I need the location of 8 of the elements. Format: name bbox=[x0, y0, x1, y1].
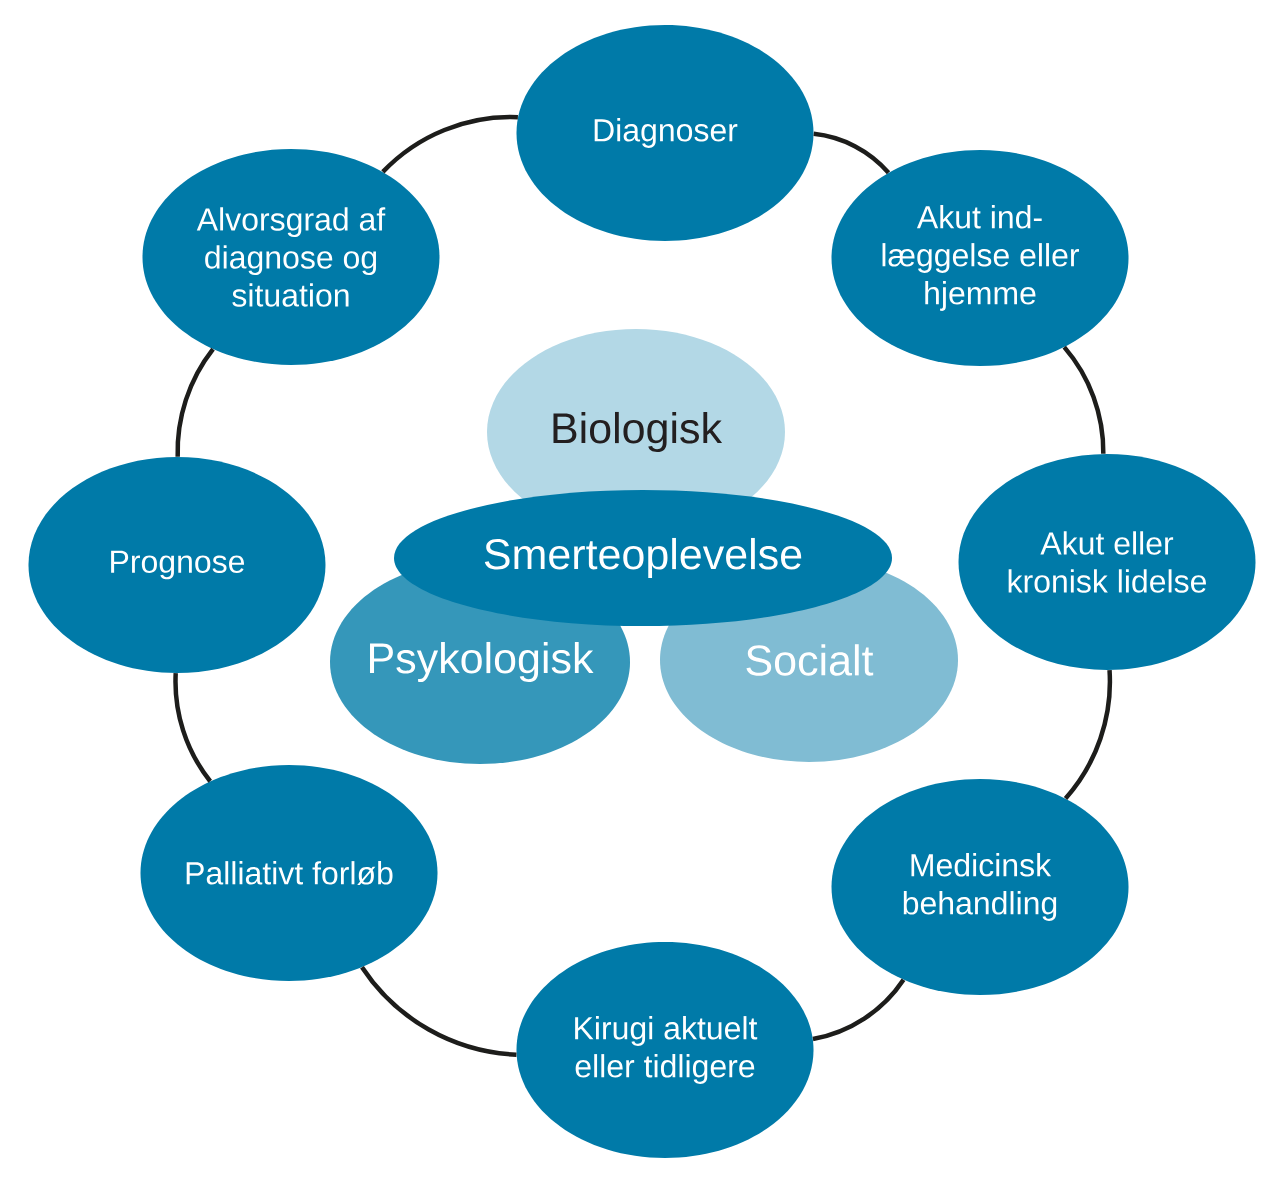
ring-arc bbox=[812, 978, 906, 1042]
ring-arc bbox=[381, 114, 518, 174]
ring-arc bbox=[1062, 345, 1106, 454]
ring-arc bbox=[813, 131, 891, 175]
ring-arc bbox=[360, 965, 517, 1057]
ring-arc bbox=[1063, 670, 1113, 800]
ring-arc bbox=[175, 347, 215, 457]
ring-arc bbox=[173, 673, 212, 783]
